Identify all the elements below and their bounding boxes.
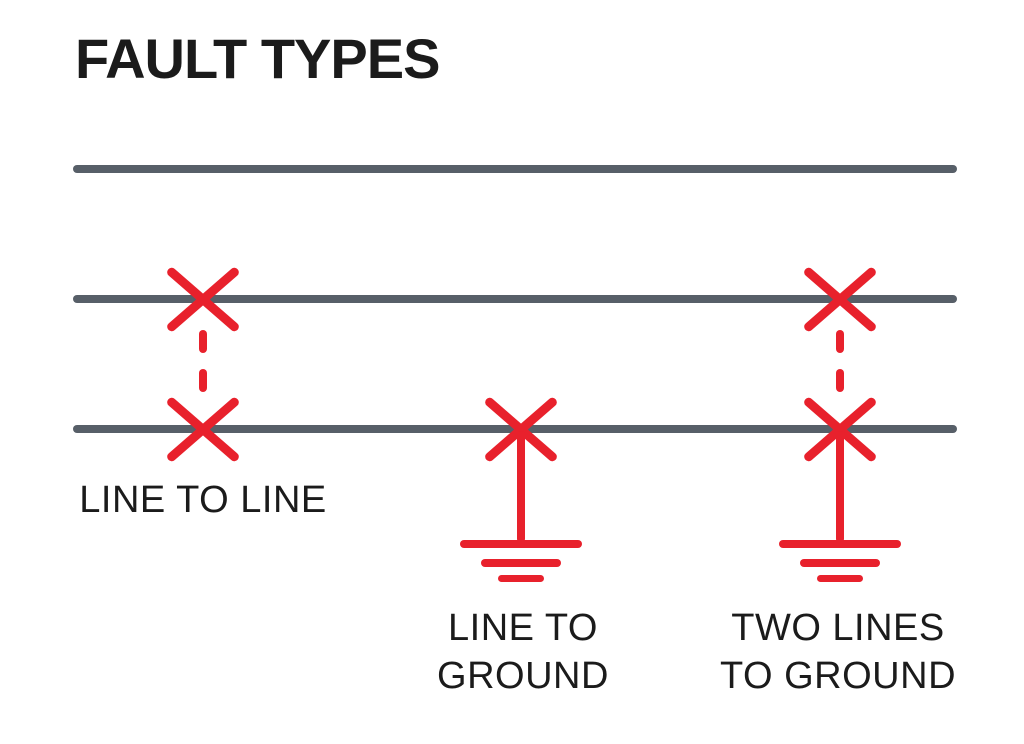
fault-label-line-to-ground: LINE TO GROUND [437, 604, 609, 700]
dashed-connector-segment [836, 330, 844, 353]
ground-bar [800, 559, 880, 567]
power-line-top [73, 165, 957, 173]
ground-bar [498, 575, 544, 582]
diagram-title: FAULT TYPES [75, 27, 440, 90]
label-line: LINE TO LINE [79, 479, 327, 521]
ground-bar [481, 559, 561, 567]
dashed-connector-segment [836, 369, 844, 392]
ground-stem [517, 431, 525, 543]
label-line: GROUND [437, 655, 609, 697]
fault-label-two-lines-to-ground: TWO LINES TO GROUND [720, 604, 956, 700]
dashed-connector-segment [199, 369, 207, 392]
label-line: TO GROUND [719, 655, 957, 697]
ground-stem [836, 431, 844, 543]
dashed-connector-segment [199, 330, 207, 353]
fault-label-line-to-line: LINE TO LINE [79, 476, 326, 524]
ground-bar [460, 540, 582, 548]
ground-bar [817, 575, 863, 582]
power-line-middle [73, 295, 957, 303]
label-line: LINE TO [448, 607, 598, 649]
label-line: TWO LINES [731, 607, 945, 649]
ground-bar [779, 540, 901, 548]
